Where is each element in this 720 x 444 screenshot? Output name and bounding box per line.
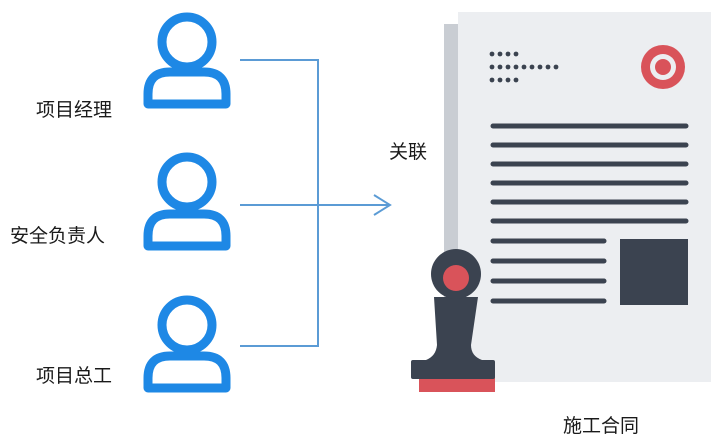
connector-lines: [240, 59, 388, 347]
seal-stamp-icon: [411, 249, 495, 392]
role-label-chief-engineer: 项目总工: [36, 365, 113, 387]
person-icon: [143, 152, 231, 251]
contract-document-icon: [444, 12, 711, 382]
role-label-project-manager: 项目经理: [36, 99, 113, 121]
person-icon: [143, 295, 231, 393]
arrow-right-icon: [373, 194, 392, 216]
connector-label: 关联: [389, 141, 428, 163]
role-label-safety-officer: 安全负责人: [10, 225, 106, 247]
person-icon: [143, 12, 231, 109]
document-label: 施工合同: [563, 415, 640, 437]
